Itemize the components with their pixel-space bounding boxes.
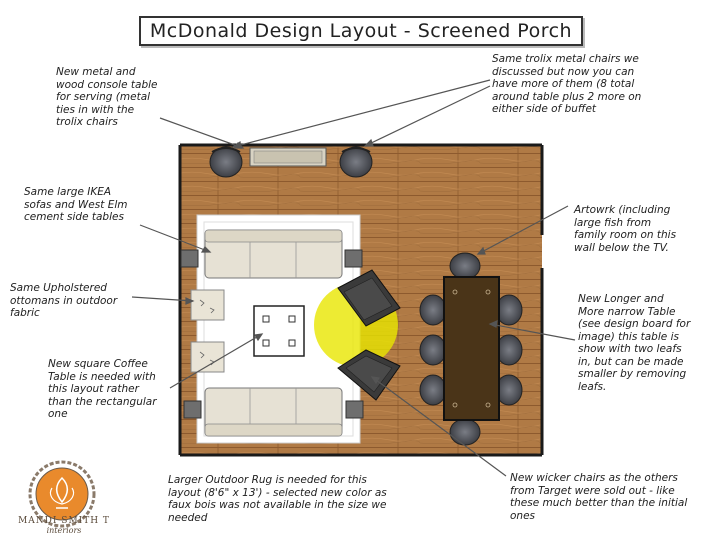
trolix-chair-console-left	[209, 146, 243, 178]
console-table-top	[253, 150, 323, 164]
ottoman-1	[190, 289, 225, 321]
side-table-3	[183, 400, 202, 419]
sofa-top	[204, 229, 343, 279]
dining-chair-top	[449, 252, 481, 280]
artwork-note: Artowrk (including large fish from famil…	[574, 204, 677, 254]
logo-name: MANDI SMITH T	[18, 516, 110, 526]
sofas-note: Same large IKEA sofas and West Elm cemen…	[24, 186, 128, 223]
rug-note: Larger Outdoor Rug is needed for this la…	[168, 474, 387, 524]
logo-tagline: interiors	[46, 526, 82, 535]
dining-chair-bottom	[449, 418, 481, 446]
wicker-chair-top	[337, 269, 401, 327]
console-table-note: New metal and wood console table for ser…	[56, 66, 158, 128]
side-table-4	[345, 400, 364, 419]
coffee-table-note: New square Coffee Table is needed with t…	[48, 358, 157, 420]
sofa-bottom	[204, 387, 343, 437]
side-table-1	[180, 249, 199, 268]
logo-emblem	[28, 460, 96, 528]
leader-lines	[131, 79, 576, 477]
dining-chair-left-3	[419, 374, 447, 406]
ottomans-note: Same Upholstered ottomans in outdoor fab…	[10, 282, 118, 319]
dining-chair-left-2	[419, 334, 447, 366]
ottoman-2	[190, 341, 225, 373]
trolix-chair-console-right	[339, 146, 373, 178]
dining-table	[443, 276, 500, 421]
coffee-table	[253, 305, 305, 357]
wicker-chairs-note: New wicker chairs as the others from Tar…	[510, 472, 688, 522]
dining-table-note: New Longer and More narrow Table (see de…	[578, 293, 691, 393]
page-title: McDonald Design Layout - Screened Porch	[149, 20, 573, 42]
side-table-2	[344, 249, 363, 268]
trolix-chairs-note: Same trolix metal chairs we discussed bu…	[492, 53, 642, 115]
title-box: McDonald Design Layout - Screened Porch	[139, 16, 583, 46]
dining-chair-left-1	[419, 294, 447, 326]
